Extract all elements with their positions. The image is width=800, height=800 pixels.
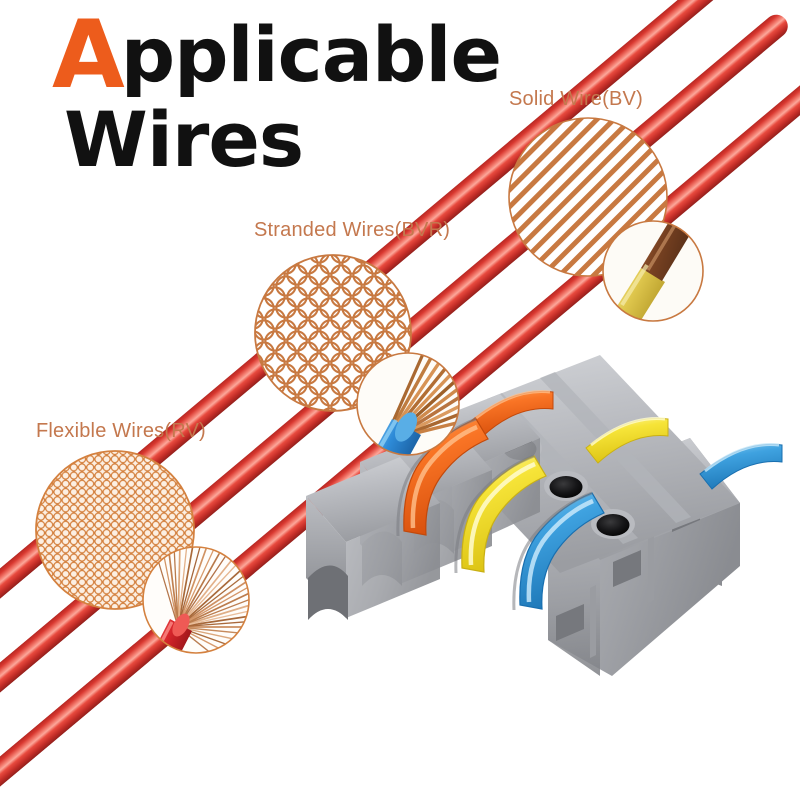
lever-front-row[interactable] xyxy=(403,418,605,610)
red-wire-1 xyxy=(0,0,742,800)
flexible-wire-inset xyxy=(142,546,250,654)
yellow-lever-front[interactable] xyxy=(461,455,547,573)
diagram-stranded-wire xyxy=(254,254,460,456)
test-port-2[interactable] xyxy=(544,471,588,501)
solid-wire-inset xyxy=(602,220,704,322)
diagram-solid-wire xyxy=(508,117,704,322)
yellow-lever-back[interactable] xyxy=(585,417,669,464)
page-title: Applicable Wires xyxy=(52,9,502,184)
wire-connector[interactable] xyxy=(306,355,783,676)
orange-lever-back[interactable] xyxy=(470,390,554,437)
label-solid-wire: Solid Wire(BV) xyxy=(509,88,643,110)
label-stranded-wires: Stranded Wires(BVR) xyxy=(254,219,451,241)
lever-channel-shadows xyxy=(396,417,593,611)
stranded-wire-inset xyxy=(356,352,460,456)
red-wire-3 xyxy=(0,69,800,800)
label-flexible-wires: Flexible Wires(RV) xyxy=(36,420,206,442)
title-capital-letter: A xyxy=(52,1,125,110)
title-line-1-rest: pplicable xyxy=(120,10,502,99)
red-wires-foreground xyxy=(0,531,153,800)
title-line-2: Wires xyxy=(64,94,304,184)
title-line-1: Applicable xyxy=(52,9,502,103)
blue-lever-back[interactable] xyxy=(699,443,783,490)
blue-lever-front[interactable] xyxy=(519,492,605,610)
lever-back-row[interactable] xyxy=(470,390,783,490)
diagram-flexible-wire xyxy=(35,450,250,654)
orange-lever-front[interactable] xyxy=(403,418,489,536)
test-port-3[interactable] xyxy=(591,509,635,539)
red-wire-2 xyxy=(0,14,788,800)
